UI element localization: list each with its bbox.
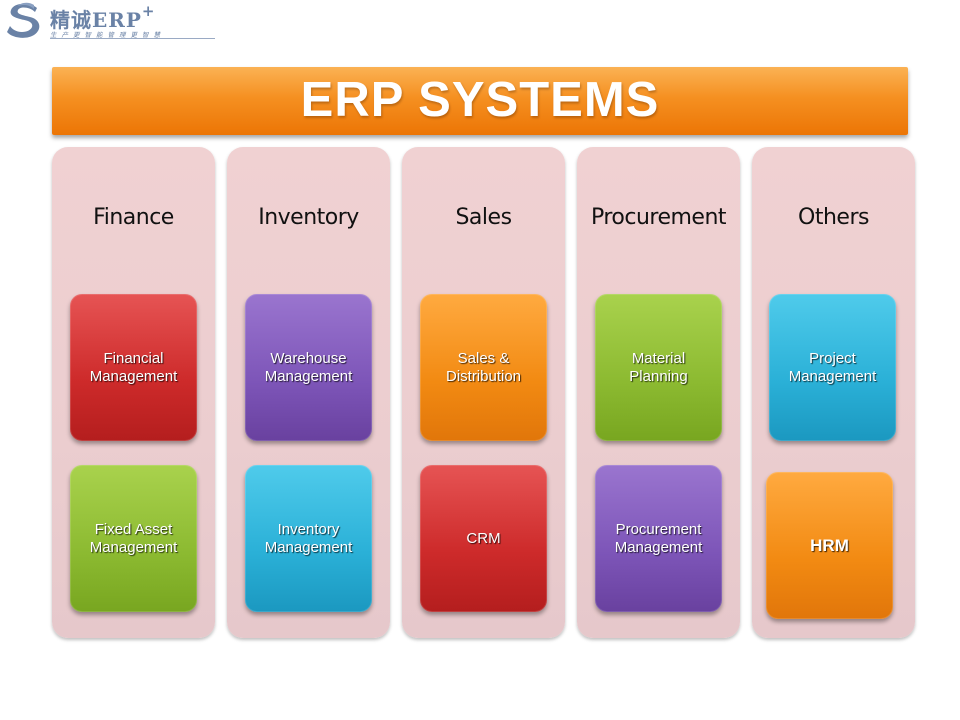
- column-title: Others: [798, 205, 869, 230]
- module-project-management: Project Management: [769, 294, 896, 441]
- column-title: Finance: [93, 205, 174, 230]
- logo-divider: [50, 38, 215, 39]
- column-title: Sales: [455, 205, 512, 230]
- module-financial-management: Financial Management: [70, 294, 197, 441]
- logo-slogan: 生产更智能管理更智慧: [50, 31, 165, 39]
- page-title: ERP SYSTEMS: [300, 73, 660, 127]
- module-procurement-management: Procurement Management: [595, 465, 722, 612]
- logo-name: 精诚ERP+: [50, 2, 156, 32]
- module-fixed-asset-management: Fixed Asset Management: [70, 465, 197, 612]
- column-title: Inventory: [258, 205, 359, 230]
- title-banner: ERP SYSTEMS: [52, 67, 908, 135]
- company-logo: 精诚ERP+ 生产更智能管理更智慧: [4, 2, 219, 42]
- module-crm: CRM: [420, 465, 547, 612]
- module-hrm: HRM: [766, 472, 893, 619]
- logo-s-icon: [7, 2, 40, 38]
- column-title: Procurement: [590, 205, 727, 230]
- module-warehouse-management: Warehouse Management: [245, 294, 372, 441]
- module-inventory-management: Inventory Management: [245, 465, 372, 612]
- module-sales-distribution: Sales & Distribution: [420, 294, 547, 441]
- module-material-planning: Material Planning: [595, 294, 722, 441]
